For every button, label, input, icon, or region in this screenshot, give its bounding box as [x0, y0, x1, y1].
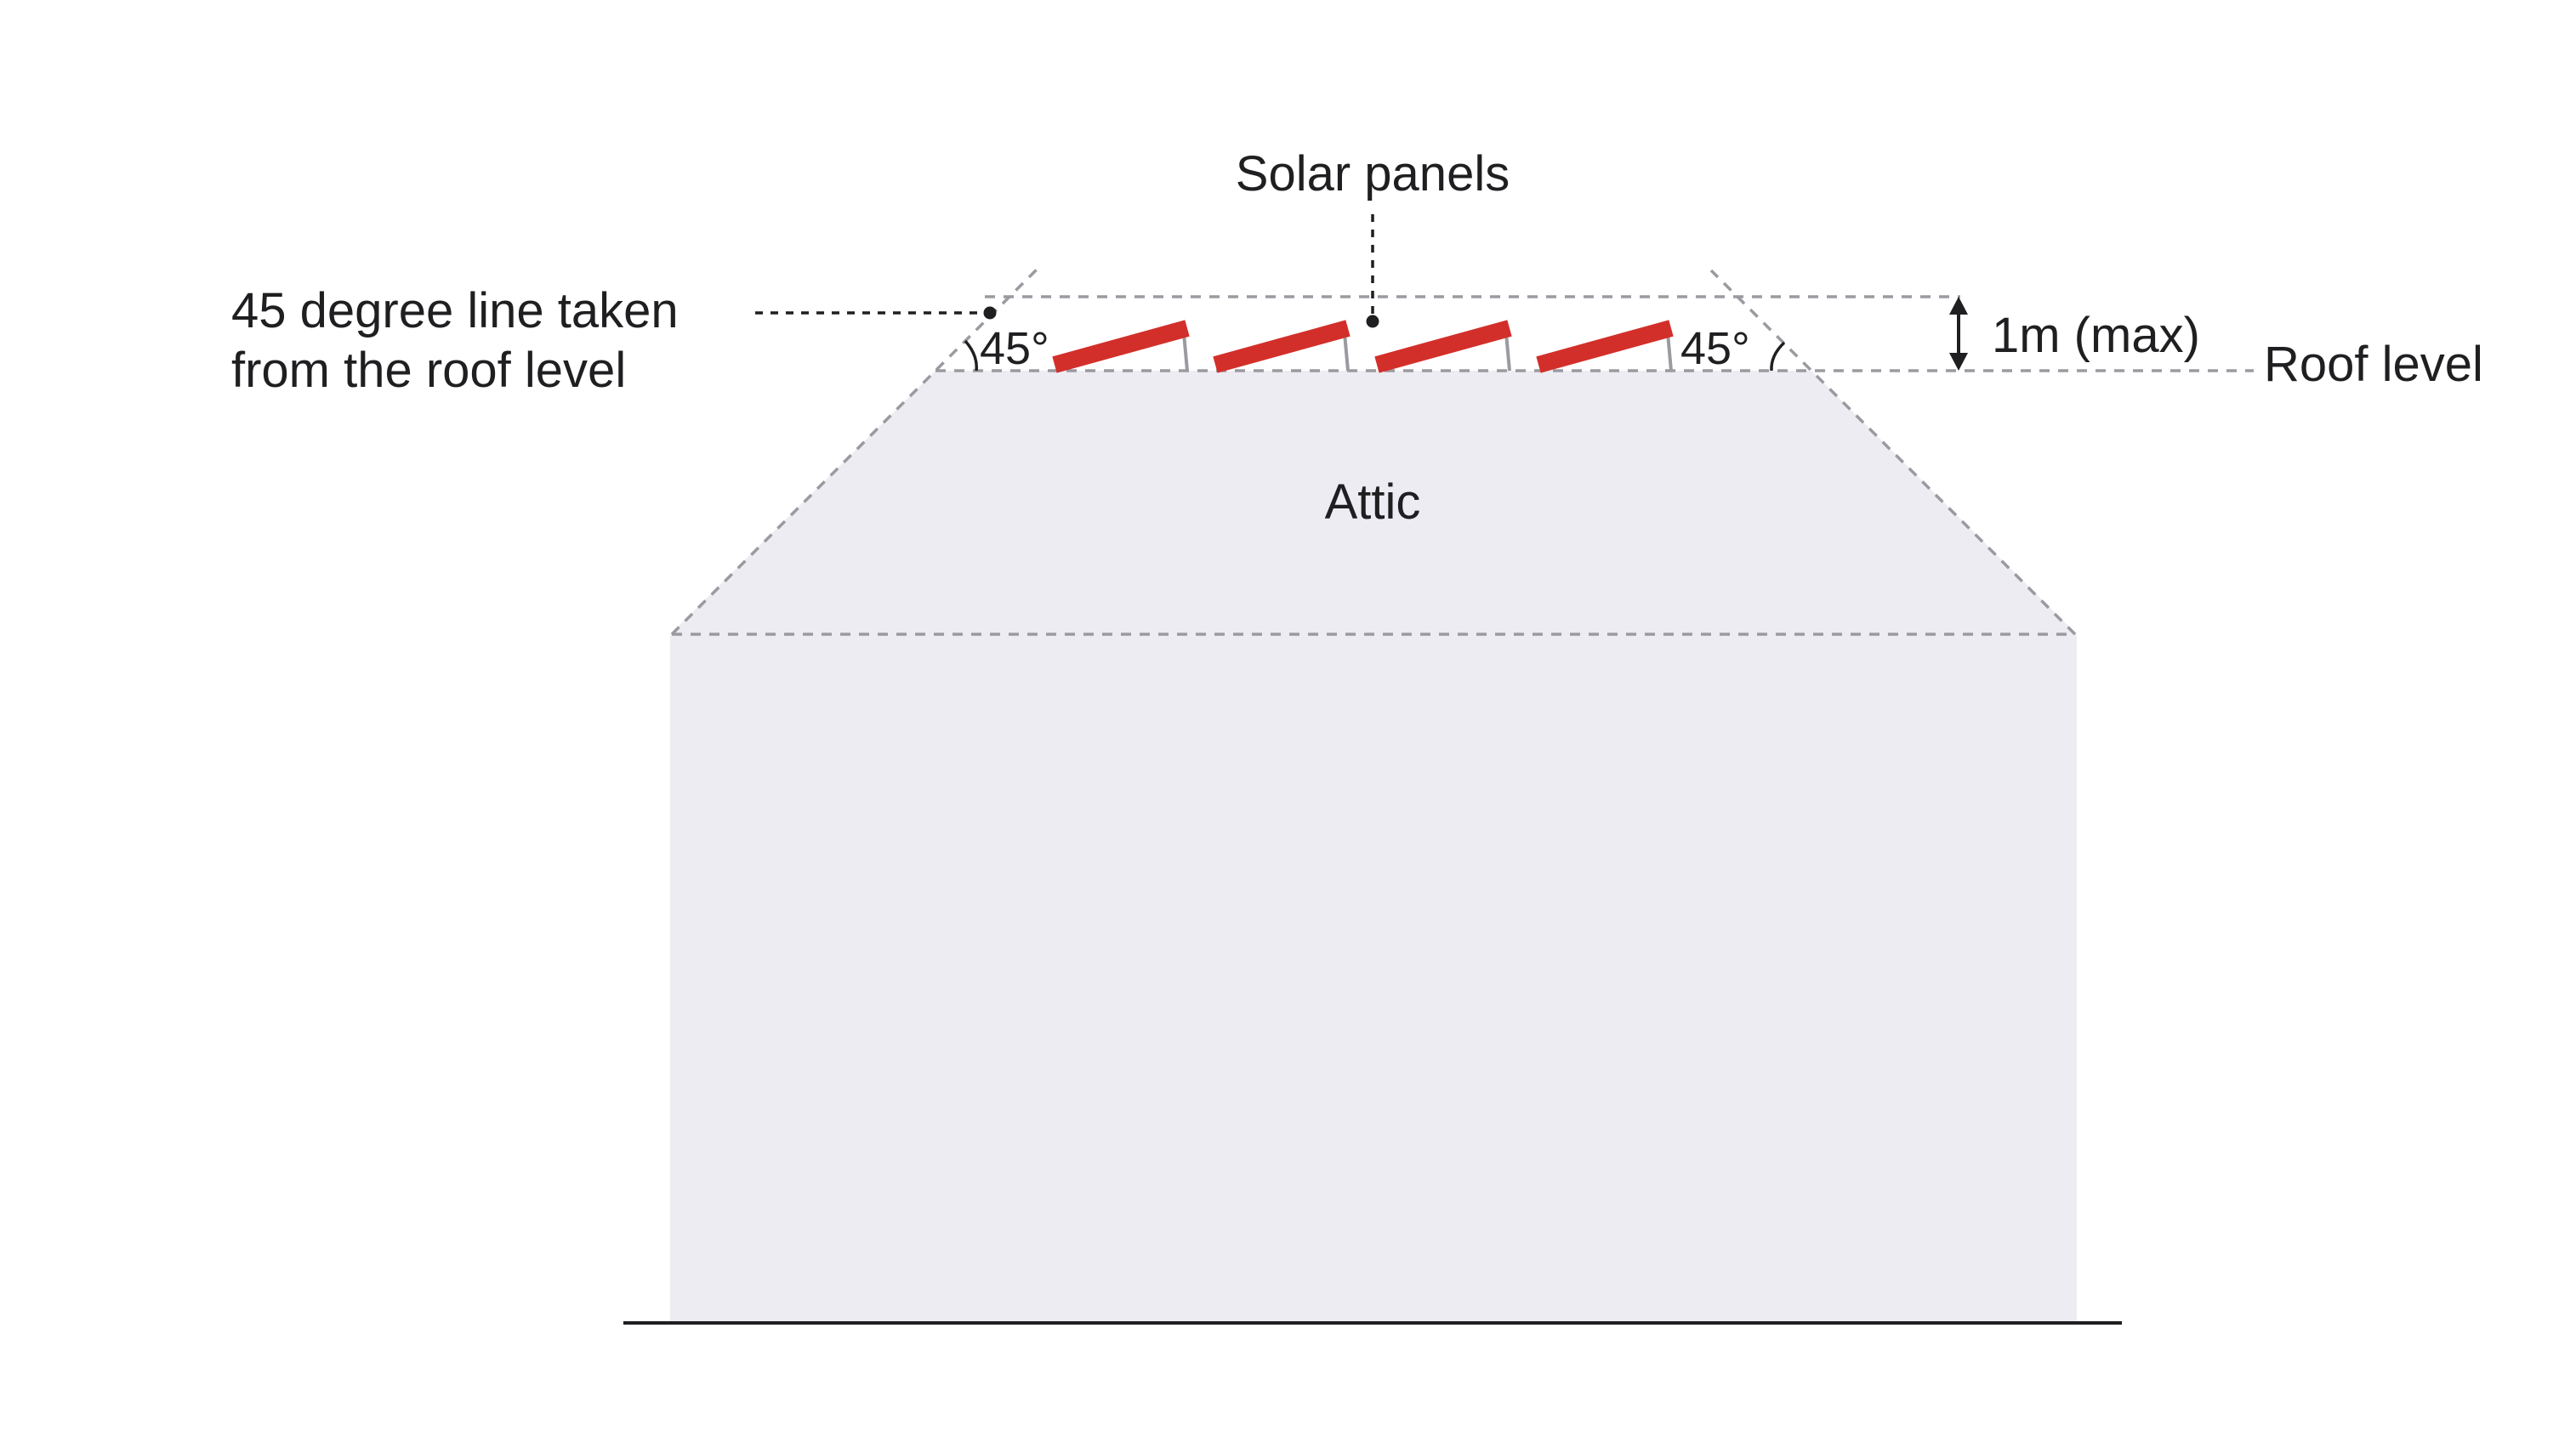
degree-line-label-line-1: 45 degree line taken	[231, 283, 679, 338]
solar-panel-1	[1052, 320, 1190, 373]
left-angle-label: 45°	[980, 323, 1049, 374]
left-45-degree-line	[670, 265, 1041, 636]
attic-label: Attic	[1325, 474, 1421, 530]
right-angle-arc-icon	[1770, 341, 1786, 372]
degree-line-leader-dot	[983, 306, 997, 320]
height-limit-label: 1m (max)	[1992, 308, 2200, 363]
roof-level-label: Roof level	[2264, 337, 2483, 392]
solar-panel-3	[1374, 320, 1512, 373]
building-body	[670, 634, 2077, 1323]
left-angle-arc-icon	[964, 339, 978, 372]
solar-panels-leader-dot	[1366, 315, 1379, 328]
solar-panel-2	[1213, 320, 1351, 373]
degree-line-label-line-2: from the roof level	[231, 343, 626, 398]
height-double-arrow-icon	[1949, 297, 1968, 371]
right-angle-label: 45°	[1680, 323, 1750, 374]
attic-shape	[670, 371, 2077, 634]
solar-panels-label: Solar panels	[1236, 146, 1510, 201]
solar-panel-4	[1536, 320, 1674, 373]
